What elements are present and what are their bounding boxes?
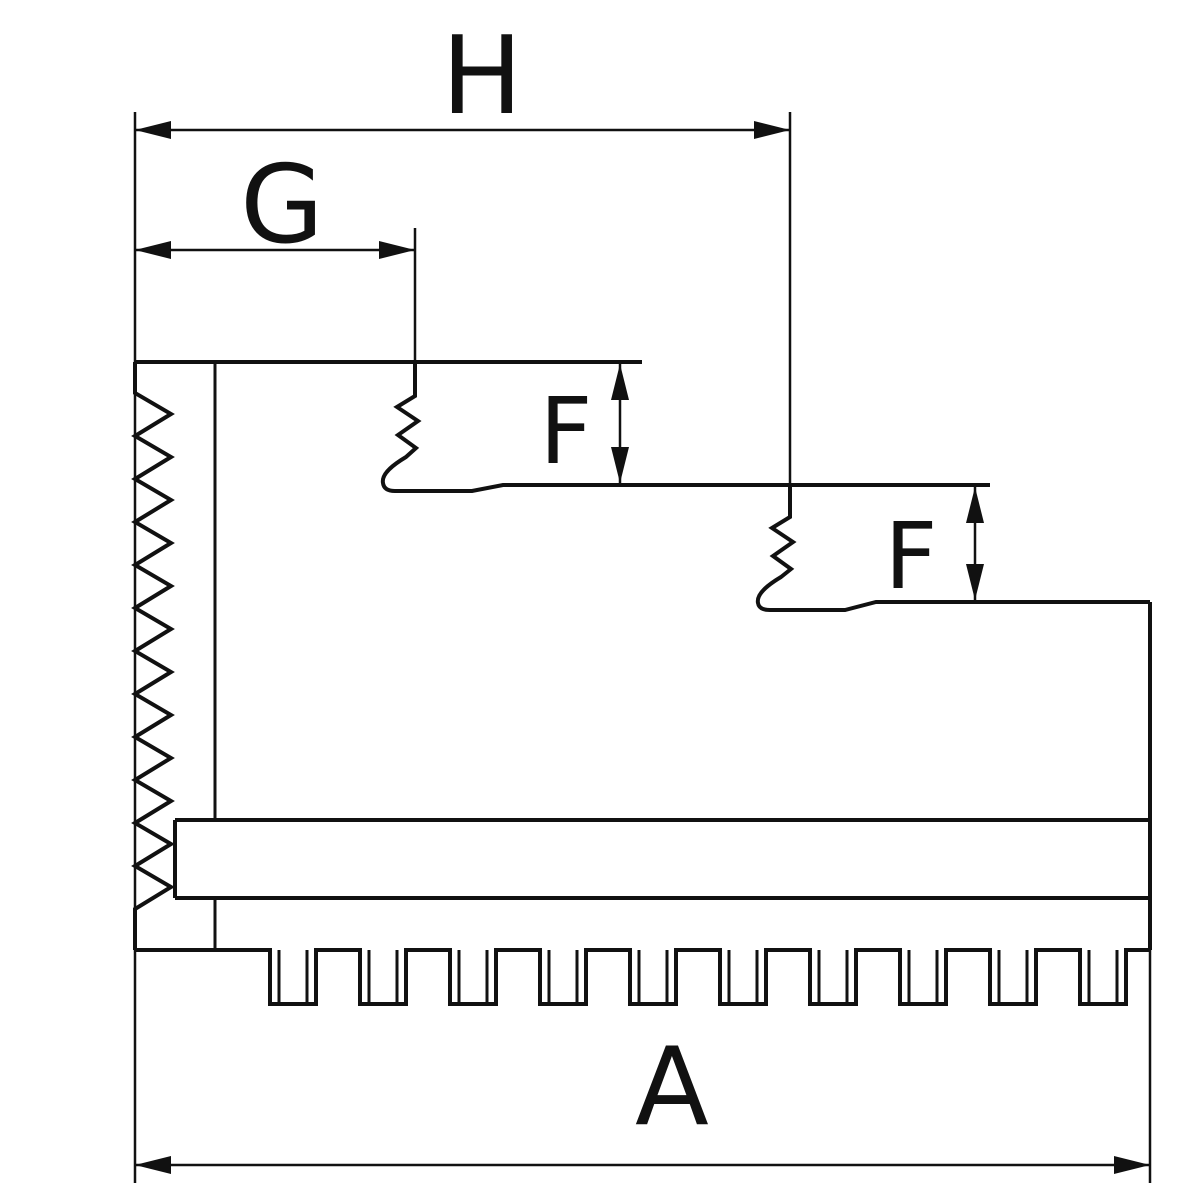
dim-label-F2: F [885, 503, 938, 610]
arrow-H-right-icon [754, 121, 790, 139]
dim-label-G: G [240, 143, 324, 268]
internal-lines [213, 362, 1119, 1004]
arrow-G-right-icon [379, 241, 415, 259]
arrow-F1-up-icon [611, 364, 629, 400]
dim-label-F1: F [540, 378, 593, 485]
second-step-edge [755, 485, 1150, 612]
extension-lines [133, 112, 1152, 1183]
dim-label-A: A [635, 1025, 709, 1150]
arrow-G-left-icon [135, 241, 171, 259]
dimension-lines [135, 128, 1150, 1167]
tooth-inner-lines [277, 950, 1119, 1004]
left-serration [131, 362, 175, 950]
arrow-A-left-icon [135, 1156, 171, 1174]
dim-label-H: H [441, 14, 522, 139]
arrow-H-left-icon [135, 121, 171, 139]
arrow-F2-up-icon [966, 487, 984, 523]
arrow-A-right-icon [1114, 1156, 1150, 1174]
arrow-F2-down-icon [966, 564, 984, 600]
jaw-profile [131, 360, 1152, 1006]
groove-slot [173, 818, 1150, 900]
arrow-F1-down-icon [611, 447, 629, 483]
first-step-edge [380, 362, 990, 493]
arrowheads [135, 121, 1150, 1174]
